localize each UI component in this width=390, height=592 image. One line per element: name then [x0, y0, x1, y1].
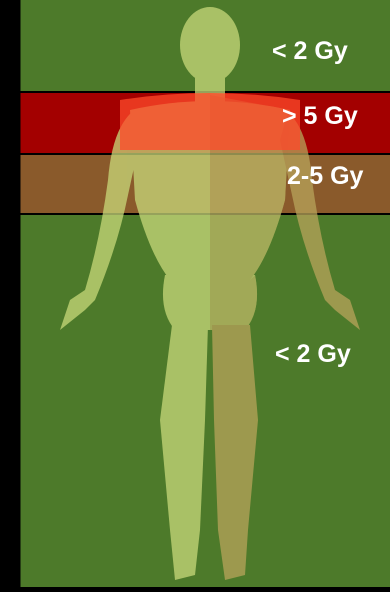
zone-label-upper-low: < 2 Gy — [272, 37, 348, 66]
zone-label-high: > 5 Gy — [282, 102, 358, 131]
figure-head — [180, 7, 240, 83]
zone-label-moderate: 2-5 Gy — [287, 162, 363, 191]
zone-label-lower-low: < 2 Gy — [275, 340, 351, 369]
chest-overlay — [120, 93, 300, 150]
